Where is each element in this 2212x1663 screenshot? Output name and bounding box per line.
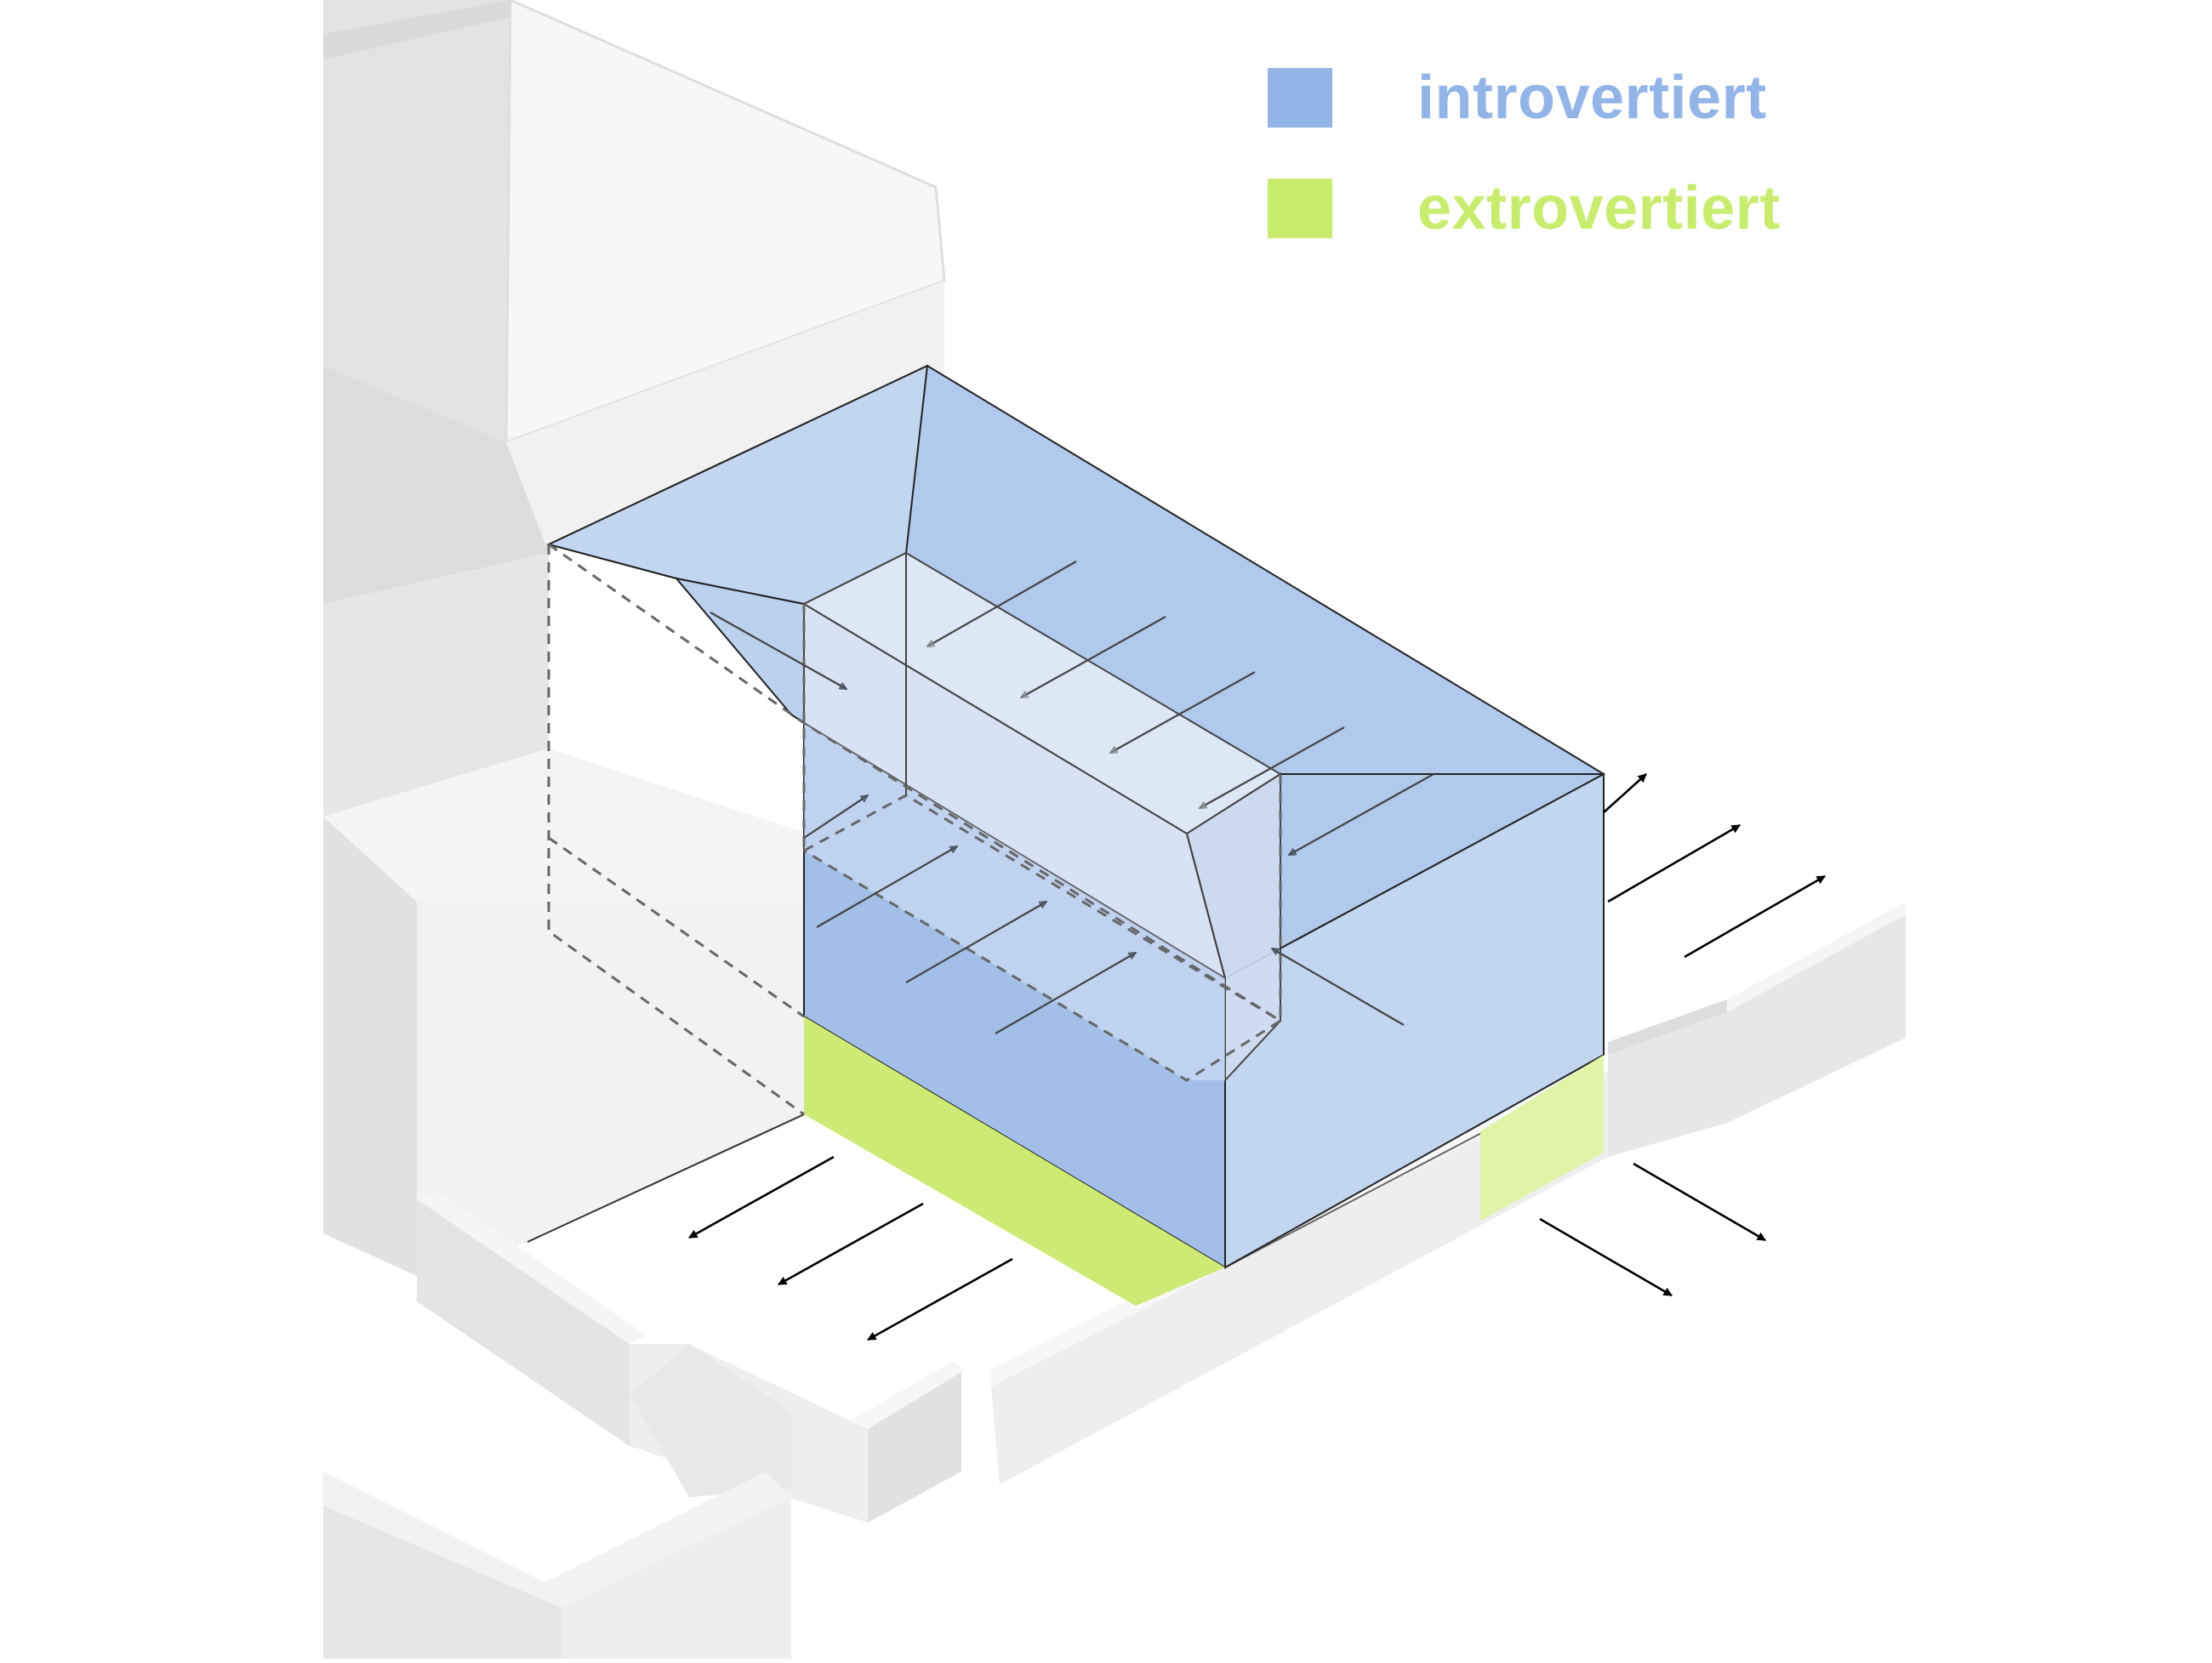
- arrow-inward-icon: [710, 612, 847, 690]
- outward-arrows: [688, 773, 1826, 1341]
- arrow-outward-icon: [1684, 874, 1826, 959]
- dashed-outline-left: [547, 544, 805, 1116]
- context-curb-right: [1608, 914, 1906, 1157]
- context-low-wall-1: [417, 1199, 630, 1446]
- arrow-outward-icon: [1603, 773, 1647, 813]
- context-low-wall-1-top: [417, 1191, 647, 1344]
- courtyard-edge-2: [1186, 833, 1226, 979]
- arrow-inward-icon: [905, 901, 1046, 983]
- arrow-outward-icon: [1607, 823, 1741, 903]
- dashed-outline-mid: [548, 836, 805, 1018]
- context-l-wall-face-right: [562, 1497, 791, 1659]
- context-curb-front: [991, 1072, 1608, 1484]
- arrow-inward-icon: [1200, 726, 1345, 809]
- arrow-outward-icon: [1633, 1162, 1766, 1242]
- legend-label-introvertiert: introvertiert: [1417, 64, 1767, 132]
- context-step-top: [630, 1344, 791, 1497]
- arrow-inward-icon: [995, 952, 1136, 1034]
- main-building: [546, 364, 1606, 1306]
- arrow-outward-icon: [867, 1257, 1013, 1341]
- legend-swatch-extrovertiert: [1268, 179, 1332, 238]
- arrow-outward-icon: [1539, 1217, 1673, 1297]
- arrow-inward-icon: [803, 794, 868, 839]
- arrow-inward-icon: [816, 846, 957, 928]
- courtyard-glass-lower: [804, 723, 1225, 1080]
- context-low-wall-3-top: [851, 1361, 966, 1429]
- dashed-outline-court-bottom: [803, 794, 1283, 1082]
- legend: introvertiert extrovertiert: [1268, 43, 1781, 264]
- legend-item-extrovertiert: extrovertiert: [1268, 153, 1781, 264]
- context-ground-line-1: [527, 1113, 805, 1243]
- arrow-outward-icon: [778, 1202, 924, 1286]
- legend-label-extrovertiert: extrovertiert: [1417, 174, 1781, 242]
- context-street-strip: [1608, 1000, 1727, 1055]
- arrow-inward-icon: [927, 561, 1077, 647]
- dashed-outline-back: [548, 543, 1281, 1022]
- legend-swatch-introvertiert: [1268, 68, 1332, 128]
- context-block-left-front: [323, 749, 808, 902]
- extrovert-ground-strip-front: [804, 1017, 1225, 1306]
- arrow-inward-icon: [1021, 616, 1166, 698]
- context-low-wall-3: [868, 1370, 961, 1523]
- arrow-inward-icon: [1272, 948, 1405, 1026]
- context-l-wall-face: [323, 1506, 562, 1659]
- context-tower-lower-front: [506, 281, 944, 553]
- context-block-left-side: [323, 817, 417, 1276]
- dashed-outline-volume: [547, 543, 1283, 1116]
- context-l-wall-top: [323, 1472, 791, 1608]
- roof-inner-slope-front: [674, 577, 805, 725]
- legend-item-introvertiert: introvertiert: [1268, 43, 1781, 153]
- context-tower-left-face: [323, 0, 510, 442]
- extrovert-ground-strip-side: [1480, 1055, 1604, 1221]
- inward-arrows: [710, 561, 1434, 1034]
- context-tower-lower-left: [323, 366, 549, 604]
- context-block-left: [323, 553, 549, 817]
- arrow-inward-icon: [1289, 773, 1434, 856]
- context-tower-roof-edge: [323, 0, 510, 60]
- context-buildings: [323, 0, 1906, 1659]
- arrow-inward-icon: [1110, 671, 1256, 754]
- arrow-outward-icon: [688, 1155, 835, 1239]
- context-ground-line-2: [1224, 1130, 1485, 1268]
- context-block-left-wall: [417, 902, 808, 1276]
